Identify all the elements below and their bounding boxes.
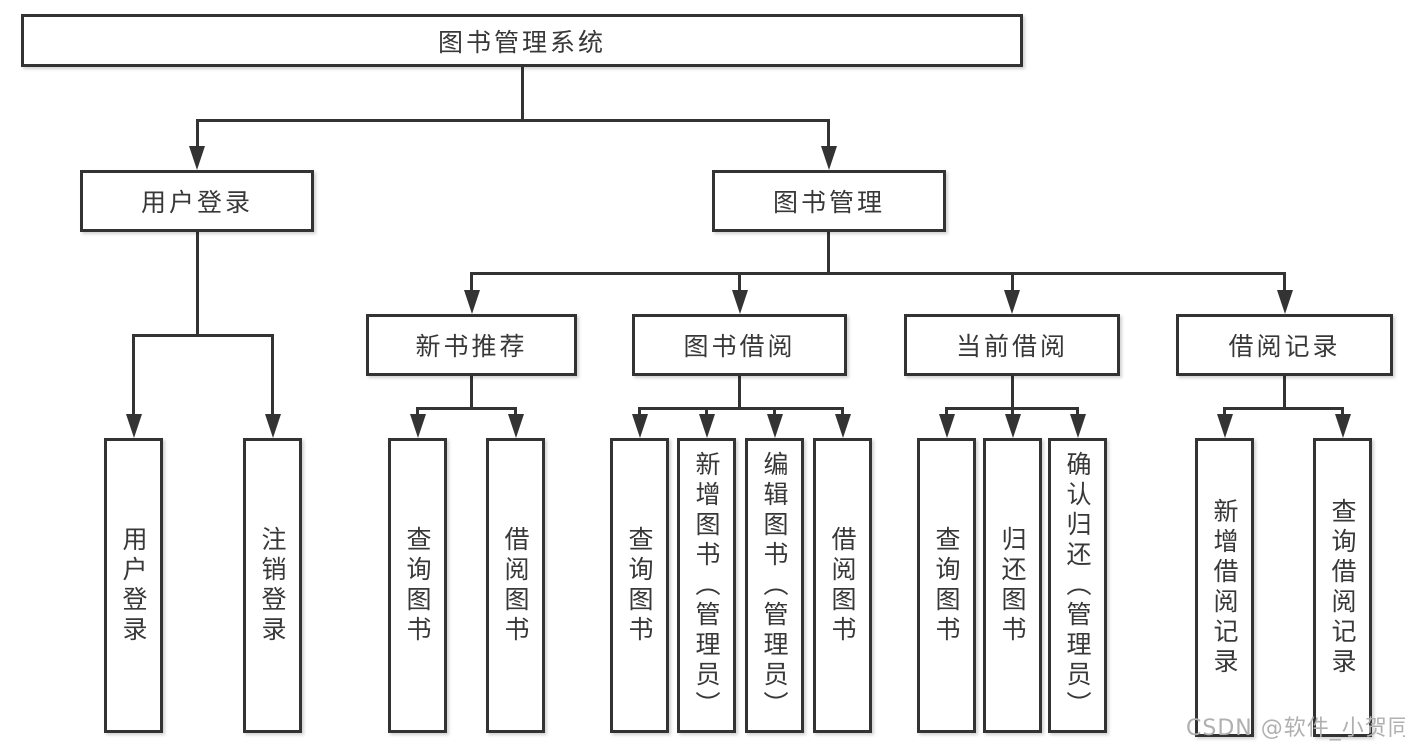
arrow-leaf-add-borrow-record	[1216, 414, 1233, 438]
node-root: 图书管理系统	[21, 14, 1023, 67]
connector-book-management-stem	[827, 232, 830, 273]
leaf-borrow-books-2-label: 借阅图书	[828, 525, 857, 646]
leaf-user-login: 用户登录	[104, 438, 163, 733]
arrow-leaf-return-book	[1004, 414, 1021, 438]
node-current-borrow: 当前借阅	[904, 314, 1120, 376]
connector-rail-level3	[470, 271, 1286, 275]
arrow-user-login	[189, 146, 205, 170]
leaf-query-books-3-label: 查询图书	[932, 525, 961, 646]
node-book-borrow-label: 图书借阅	[683, 332, 796, 361]
leaf-return-book-label: 归还图书	[998, 525, 1027, 646]
connector-rail-borrow-records	[1223, 406, 1344, 410]
arrow-book-borrow	[731, 290, 748, 314]
connector-stem-book-borrow	[738, 273, 741, 292]
connector-current-borrow-stem	[1010, 376, 1014, 409]
arrow-book-management	[820, 146, 837, 170]
connector-stem-leaf	[945, 408, 948, 415]
connector-stem-leaf	[841, 408, 844, 415]
connector-stem-leaf	[416, 408, 419, 415]
connector-stem-leaf	[773, 408, 776, 415]
node-borrow-records: 借阅记录	[1176, 314, 1393, 376]
node-book-management-label: 图书管理	[772, 188, 885, 217]
connector-stem-user-login	[195, 120, 199, 148]
connector-stem-borrow-records	[1283, 273, 1286, 292]
connector-stem-leaf-user-login	[132, 335, 135, 415]
leaf-borrow-books-1: 借阅图书	[486, 438, 545, 733]
connector-rail-user-login	[132, 333, 274, 337]
node-root-label: 图书管理系统	[437, 27, 606, 57]
connector-stem-leaf	[638, 408, 641, 415]
arrow-leaf-add-book	[698, 414, 715, 438]
arrow-current-borrow	[1004, 290, 1020, 314]
node-user-login-label: 用户登录	[140, 188, 253, 217]
connector-rail-level2	[195, 118, 830, 122]
leaf-query-borrow-record: 查询借阅记录	[1313, 438, 1372, 737]
leaf-query-books-1: 查询图书	[388, 438, 447, 733]
leaf-borrow-books-2: 借阅图书	[813, 438, 872, 733]
arrow-leaf-user-login	[125, 414, 142, 438]
leaf-add-borrow-record: 新增借阅记录	[1195, 438, 1254, 737]
connector-borrow-records-stem	[1283, 376, 1286, 409]
leaf-query-books-2: 查询图书	[610, 438, 669, 733]
connector-root-stem	[520, 67, 524, 120]
leaf-query-books-1-label: 查询图书	[403, 525, 432, 646]
arrow-new-books	[463, 290, 480, 314]
connector-user-login-stem	[195, 232, 199, 335]
arrow-leaf-edit-book	[766, 414, 783, 438]
connector-stem-leaf	[1011, 408, 1014, 415]
connector-stem-new-books	[470, 273, 473, 292]
arrow-borrow-records	[1276, 290, 1293, 314]
connector-stem-leaf	[514, 408, 517, 415]
connector-stem-leaf	[705, 408, 708, 415]
leaf-logout-label: 注销登录	[258, 525, 287, 646]
connector-stem-leaf-logout	[271, 335, 274, 415]
connector-rail-new-books	[416, 406, 517, 410]
node-current-borrow-label: 当前借阅	[955, 332, 1068, 361]
leaf-edit-book-admin-label: 编辑图书（管理员）	[760, 450, 789, 721]
arrow-leaf-borrow-books-1	[507, 414, 524, 438]
leaf-query-books-2-label: 查询图书	[625, 525, 654, 646]
arrow-leaf-query-books-2	[631, 414, 648, 438]
leaf-confirm-return-admin-label: 确认归还（管理员）	[1063, 450, 1092, 721]
connector-stem-leaf	[1076, 408, 1079, 415]
connector-new-books-stem	[470, 376, 473, 409]
arrow-leaf-borrow-books-2	[834, 414, 851, 438]
leaf-edit-book-admin: 编辑图书（管理员）	[745, 438, 804, 733]
leaf-return-book: 归还图书	[983, 438, 1042, 733]
arrow-leaf-logout	[264, 414, 281, 438]
node-new-book-recommend: 新书推荐	[366, 314, 577, 376]
connector-stem-current-borrow	[1010, 273, 1014, 292]
leaf-query-books-3: 查询图书	[917, 438, 976, 733]
leaf-add-book-admin-label: 新增图书（管理员）	[692, 450, 721, 721]
watermark: CSDN @软件_小贺同学	[1186, 716, 1405, 741]
node-user-login: 用户登录	[80, 170, 314, 232]
leaf-add-borrow-record-label: 新增借阅记录	[1210, 497, 1239, 678]
arrow-leaf-query-borrow-record	[1334, 414, 1351, 438]
leaf-user-login-label: 用户登录	[119, 525, 148, 646]
connector-book-borrow-stem	[738, 376, 741, 409]
leaf-query-borrow-record-label: 查询借阅记录	[1328, 497, 1357, 678]
node-book-borrow: 图书借阅	[632, 314, 847, 376]
node-borrow-records-label: 借阅记录	[1228, 332, 1341, 361]
leaf-borrow-books-1-label: 借阅图书	[501, 525, 530, 646]
arrow-leaf-query-books-3	[938, 414, 955, 438]
arrow-leaf-confirm-return	[1069, 414, 1086, 438]
node-book-management: 图书管理	[712, 170, 946, 232]
connector-rail-book-borrow	[638, 406, 844, 410]
connector-stem-leaf	[1223, 408, 1226, 415]
connector-stem-book-management	[827, 120, 830, 148]
leaf-confirm-return-admin: 确认归还（管理员）	[1048, 438, 1107, 733]
leaf-add-book-admin: 新增图书（管理员）	[677, 438, 736, 733]
arrow-leaf-query-books-1	[409, 414, 426, 438]
leaf-logout: 注销登录	[243, 438, 302, 733]
node-new-book-recommend-label: 新书推荐	[415, 332, 528, 361]
connector-stem-leaf	[1341, 408, 1344, 415]
